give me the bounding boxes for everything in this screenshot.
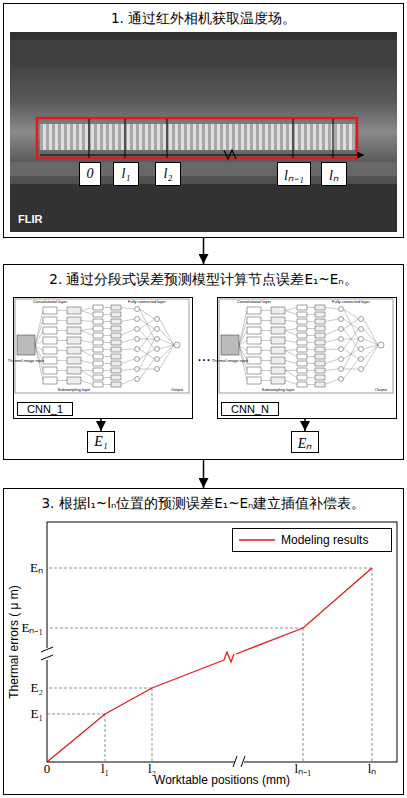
layer-label: Output (171, 388, 183, 392)
thermal-photo (10, 32, 397, 232)
tick-label: l₂ (148, 762, 156, 776)
box-text: 0 (87, 166, 94, 182)
box-text: CNN_1 (17, 402, 73, 416)
model-curve (47, 568, 372, 762)
legend: Modeling results (232, 528, 392, 552)
layer-label: Fully connected layer (128, 300, 166, 304)
layer-label: Subsampling layer (262, 388, 295, 392)
box-text: lₙ₋₁ (284, 165, 304, 184)
layer-label: Convolutional layer (237, 300, 271, 304)
layer-label: Fully connected layer (332, 300, 370, 304)
arrow-connector (304, 419, 306, 431)
position-box: l₂ (155, 162, 181, 186)
tick-label: lₙ₋₁ (294, 762, 311, 776)
box-text: 1. 通过红外相机获取温度场。 (4, 10, 403, 28)
box-text: 2. 通过分段式误差预测模型计算节点误差E₁~Eₙ。 (4, 271, 403, 289)
axis-title: Worktable positions (mm) (154, 774, 290, 787)
layer-label: Convolutional layer (33, 300, 67, 304)
box-text: 3. 根据l₁~lₙ位置的预测误差E₁~Eₙ建立插值补偿表。 (4, 495, 403, 513)
node-lines (89, 119, 333, 158)
legend-entry: Modeling results (239, 533, 368, 547)
box-text: Eₙ (298, 433, 313, 452)
cnn-network (15, 299, 189, 393)
step-box: 1. 通过红外相机获取温度场。 0 l₁ l₂ lₙ₋₁ lₙ (3, 3, 404, 238)
axis-break (41, 647, 53, 660)
box-text: E₁ (94, 434, 107, 450)
axis-break (233, 756, 245, 767)
position-axis (40, 154, 364, 155)
arrow-connector (203, 238, 205, 264)
axis-title: Thermal errors ( μ m) (8, 585, 21, 699)
legend-line (239, 539, 275, 540)
box-text: lₙ (329, 165, 339, 184)
layer-label: Thermal image input (8, 359, 44, 363)
watermark: FLIR (18, 213, 42, 225)
plot-frame (47, 522, 397, 762)
machine-part (10, 40, 397, 66)
tick-label: E₂ (31, 681, 43, 695)
position-box: 0 (79, 162, 101, 186)
tick-label: Eₙ₋₁ (22, 621, 43, 635)
ellipsis: ... (197, 347, 210, 365)
measure-region (37, 118, 357, 158)
legend-text: Modeling results (281, 533, 368, 547)
tick-label: lₙ (368, 762, 377, 776)
legend-line-sample (239, 535, 275, 545)
layer-label: Subsampling layer (58, 388, 91, 392)
position-box: lₙ (321, 162, 347, 186)
guide-lines (47, 568, 372, 762)
position-box: l₁ (113, 162, 139, 186)
layer-label: Output (375, 388, 387, 392)
tick-label: 0 (44, 762, 51, 776)
tick-label: E₁ (31, 707, 43, 721)
tick-label: l₁ (101, 762, 109, 776)
box-text: CNN_N (221, 402, 279, 416)
arrow-connector (100, 419, 102, 431)
error-box: Eₙ (291, 431, 319, 453)
machine-base (10, 184, 397, 232)
axis-break (224, 150, 236, 159)
axis-break (41, 648, 53, 660)
tick-label: Eₙ (30, 561, 43, 575)
box-text: l₂ (164, 166, 173, 182)
error-box: E₁ (87, 431, 115, 453)
arrow-connector (203, 460, 205, 488)
ball-screw (40, 124, 355, 150)
box-text: l₁ (122, 166, 131, 182)
position-box: lₙ₋₁ (277, 162, 311, 186)
cnn-network (219, 299, 393, 393)
layer-label: Thermal image input (212, 359, 248, 363)
